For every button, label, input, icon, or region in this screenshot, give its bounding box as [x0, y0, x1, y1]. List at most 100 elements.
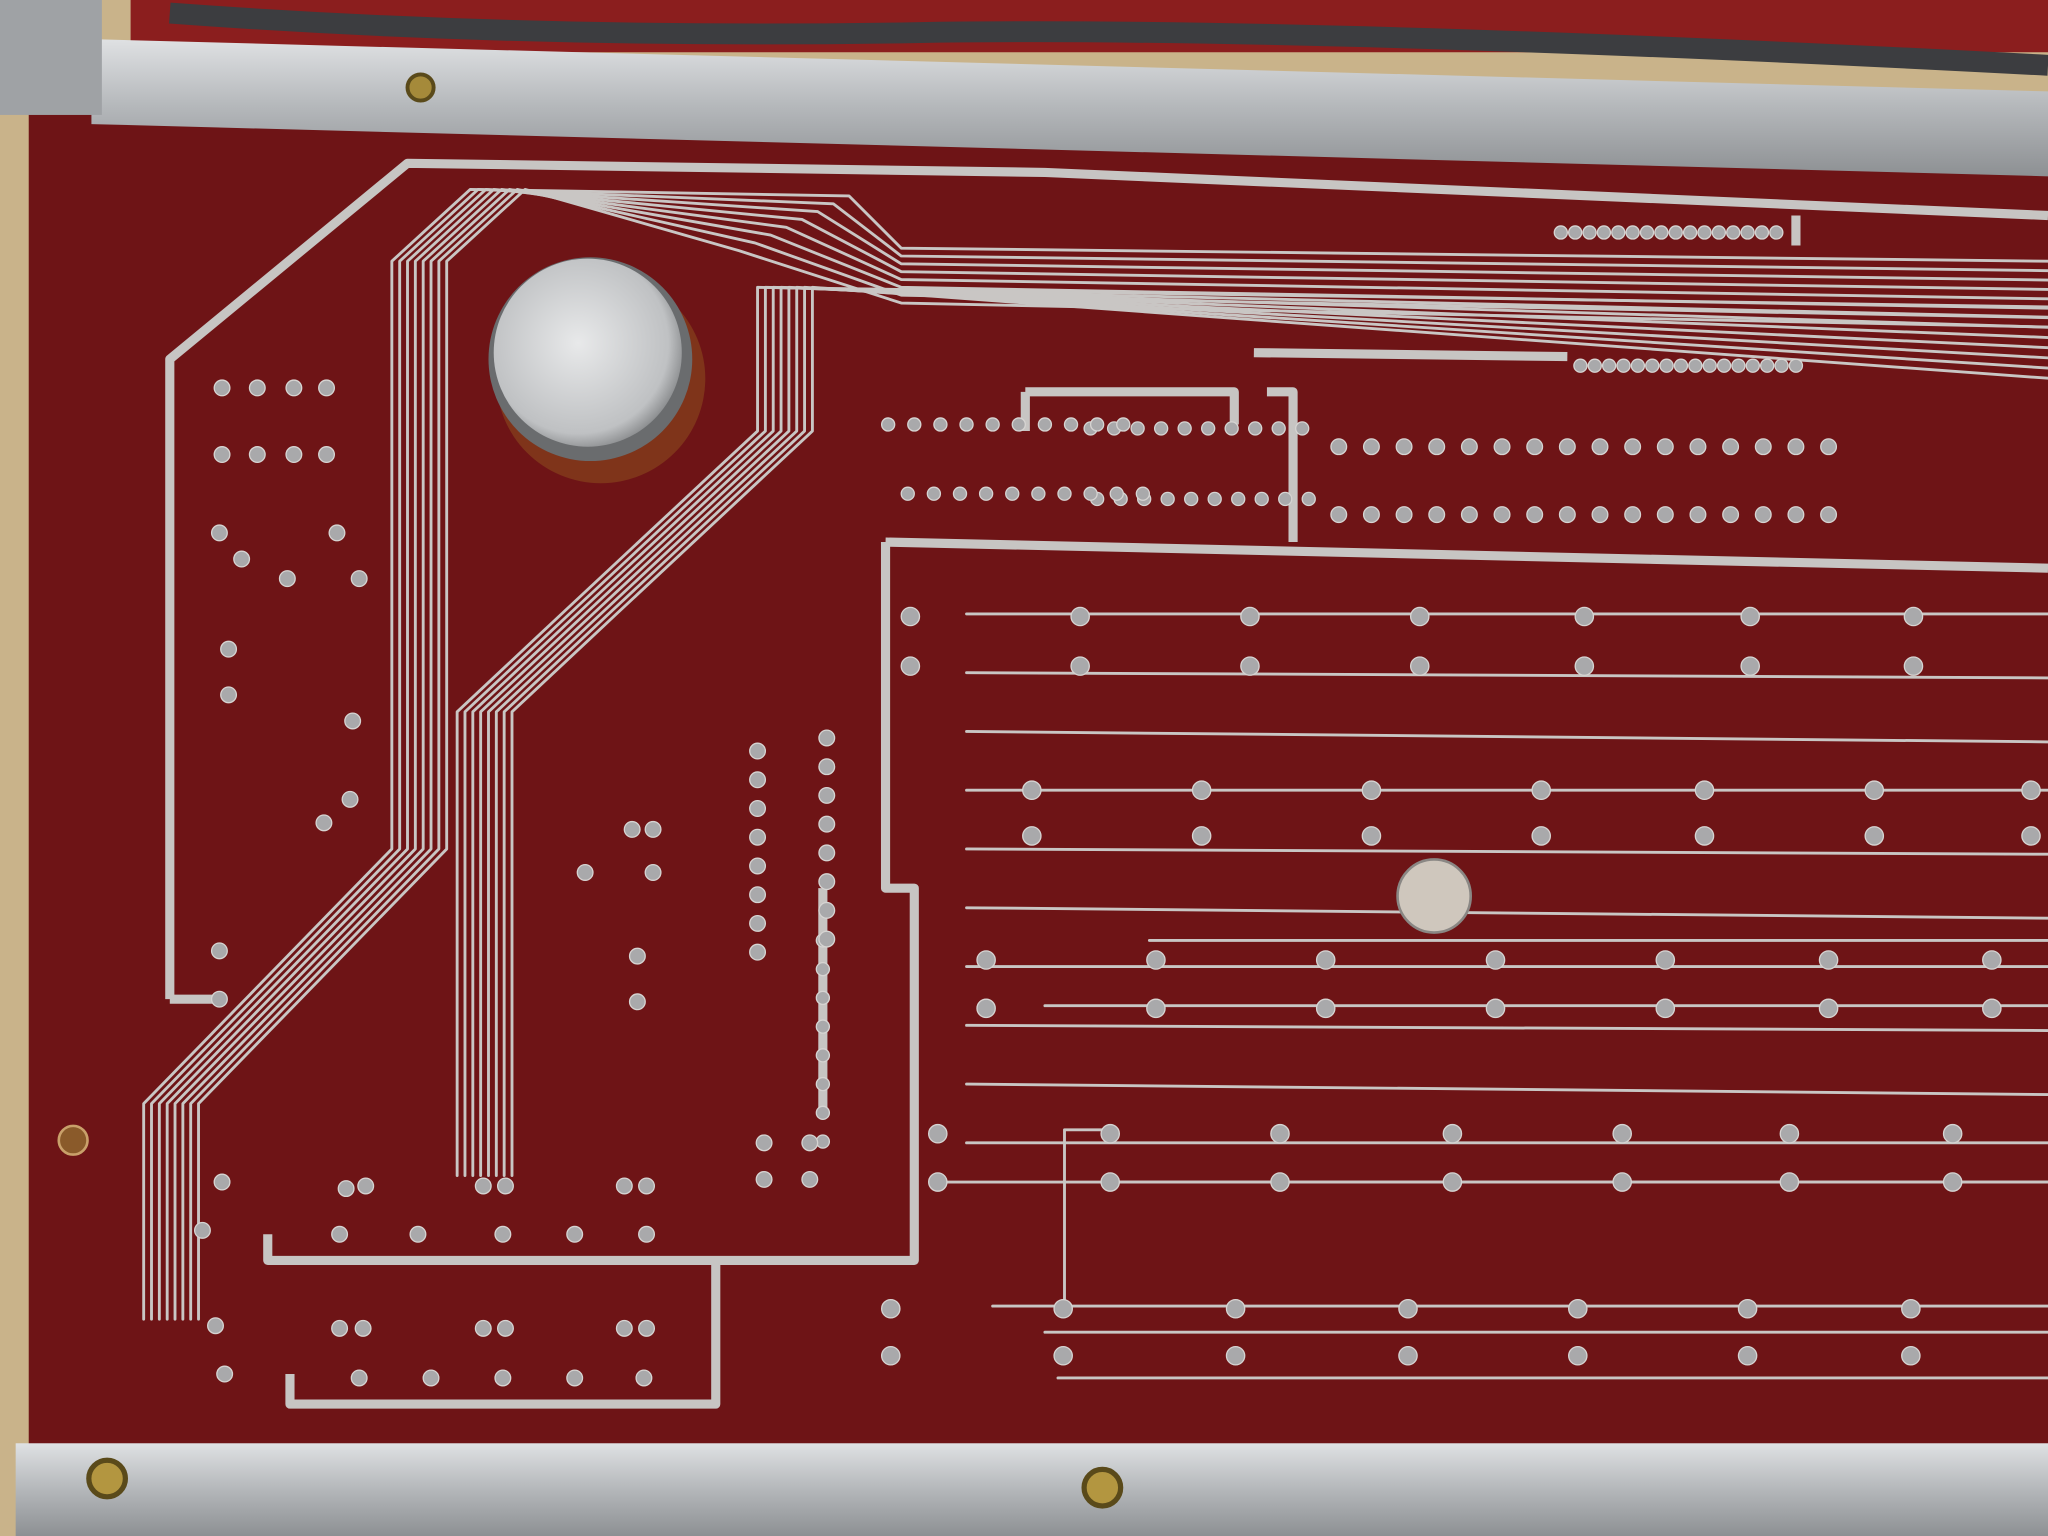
solder-pad [1942, 1172, 1963, 1192]
solder-pad [1315, 950, 1336, 970]
signal-traces [142, 187, 2048, 1380]
solder-pad [635, 1369, 653, 1387]
solder-pad [1109, 486, 1124, 501]
solder-pad [1153, 421, 1169, 436]
solder-pad [749, 828, 767, 846]
solder-pad [644, 863, 662, 881]
solder-pad [1240, 606, 1260, 627]
solder-pad [1601, 358, 1617, 373]
solder-pad [1460, 438, 1478, 456]
solder-pad [1740, 656, 1760, 676]
solder-pad [1655, 998, 1676, 1019]
solder-pad [285, 446, 303, 464]
solder-pad [1116, 417, 1131, 432]
top-frame-rail [91, 39, 2048, 177]
trace [157, 187, 2048, 1321]
trace [965, 729, 2048, 744]
trace [965, 847, 2048, 856]
trace [965, 906, 2048, 920]
frame-corner [0, 0, 102, 115]
solder-pad [815, 990, 831, 1006]
solder-pad [1645, 358, 1660, 373]
solder-pad [1361, 780, 1382, 800]
mounting-screws [57, 72, 1124, 1509]
solder-pad [1942, 1123, 1963, 1144]
solder-pad [628, 993, 646, 1011]
solder-pad [1745, 358, 1760, 373]
solder-pad [801, 1170, 819, 1188]
solder-pad [815, 1019, 831, 1034]
solder-pad [978, 486, 994, 501]
solder-pad [1460, 506, 1478, 524]
solder-pad [1740, 225, 1755, 240]
solder-pad [1315, 998, 1336, 1019]
solder-pad [1574, 606, 1595, 627]
solder-pad [815, 1105, 831, 1120]
solder-pad [1901, 1345, 1921, 1366]
solder-pad [207, 1317, 224, 1335]
solder-pad [1191, 780, 1212, 800]
solder-pad [1053, 1345, 1073, 1366]
solder-pad [749, 742, 767, 760]
solder-pad [1526, 506, 1544, 524]
solder-pad [1689, 438, 1707, 456]
solder-pad [644, 820, 662, 838]
solder-pad [749, 857, 767, 875]
solder-pad [1864, 826, 1885, 846]
solder-pad [818, 844, 836, 862]
solder-pad [1248, 421, 1263, 436]
solder-pad [1558, 506, 1576, 524]
solder-pad [1624, 506, 1642, 524]
solder-pad [927, 1172, 948, 1192]
solder-pad [1779, 1123, 1800, 1144]
solder-pad [1011, 417, 1026, 432]
solder-pad [1659, 358, 1674, 373]
solder-pad [1022, 780, 1042, 800]
solder-pad [1612, 1123, 1632, 1144]
power-bus-traces [165, 158, 2048, 1409]
solder-pad [749, 943, 767, 961]
solder-pad [278, 570, 296, 588]
solder-pad [1769, 225, 1784, 240]
solder-pad [1612, 1172, 1632, 1192]
solder-pad [1398, 1345, 1418, 1366]
solder-pad [216, 1365, 234, 1383]
solder-pad [576, 863, 594, 881]
solder-pad [566, 1369, 584, 1387]
solder-pad [818, 758, 836, 776]
solder-pad [638, 1225, 656, 1243]
solder-pad [1160, 491, 1175, 507]
solder-pad [1231, 491, 1246, 507]
solder-pad [328, 524, 346, 542]
solder-pad [220, 640, 238, 658]
solder-pad [1754, 438, 1772, 456]
solder-pad [1225, 1345, 1246, 1366]
trace [181, 187, 2048, 1321]
solder-pad [815, 1048, 831, 1063]
solder-pad [1573, 358, 1588, 373]
trace [510, 285, 2048, 1177]
solder-pad [1567, 1298, 1588, 1319]
solder-pad [1818, 998, 1839, 1019]
solder-pad [815, 1076, 831, 1092]
solder-pad [1726, 225, 1741, 240]
solder-pad [1820, 506, 1838, 524]
solder-pad [1135, 486, 1151, 501]
solder-pad [1639, 225, 1655, 240]
solder-pad [331, 1319, 349, 1337]
solder-pad [1409, 606, 1430, 627]
solder-pad [1655, 950, 1676, 970]
cable [169, 2, 2048, 76]
solder-pad [1207, 491, 1222, 507]
trace [165, 187, 2048, 1321]
solder-pad [1567, 1345, 1588, 1366]
solder-pad [1531, 826, 1552, 846]
solder-pad [494, 1369, 512, 1387]
solder-pad [1070, 606, 1090, 627]
solder-pad [1395, 506, 1413, 524]
solder-pad [220, 686, 238, 704]
solder-pad [1037, 417, 1053, 432]
solder-pad [1591, 506, 1609, 524]
trace [965, 1023, 2048, 1032]
solder-pad [1611, 225, 1626, 240]
